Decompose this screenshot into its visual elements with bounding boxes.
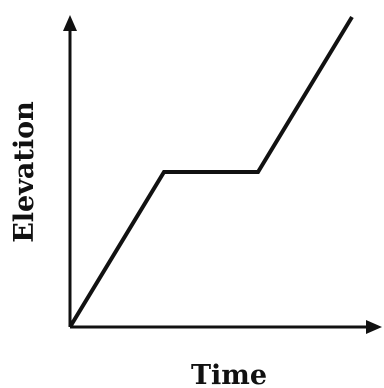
y-axis-arrow	[63, 15, 77, 31]
y-axis-label: Elevation	[9, 101, 40, 243]
x-axis-label: Time	[191, 360, 267, 388]
axes	[63, 15, 382, 334]
series-line-0	[68, 15, 354, 329]
x-axis-arrow	[366, 320, 382, 334]
series-marks	[68, 15, 354, 329]
